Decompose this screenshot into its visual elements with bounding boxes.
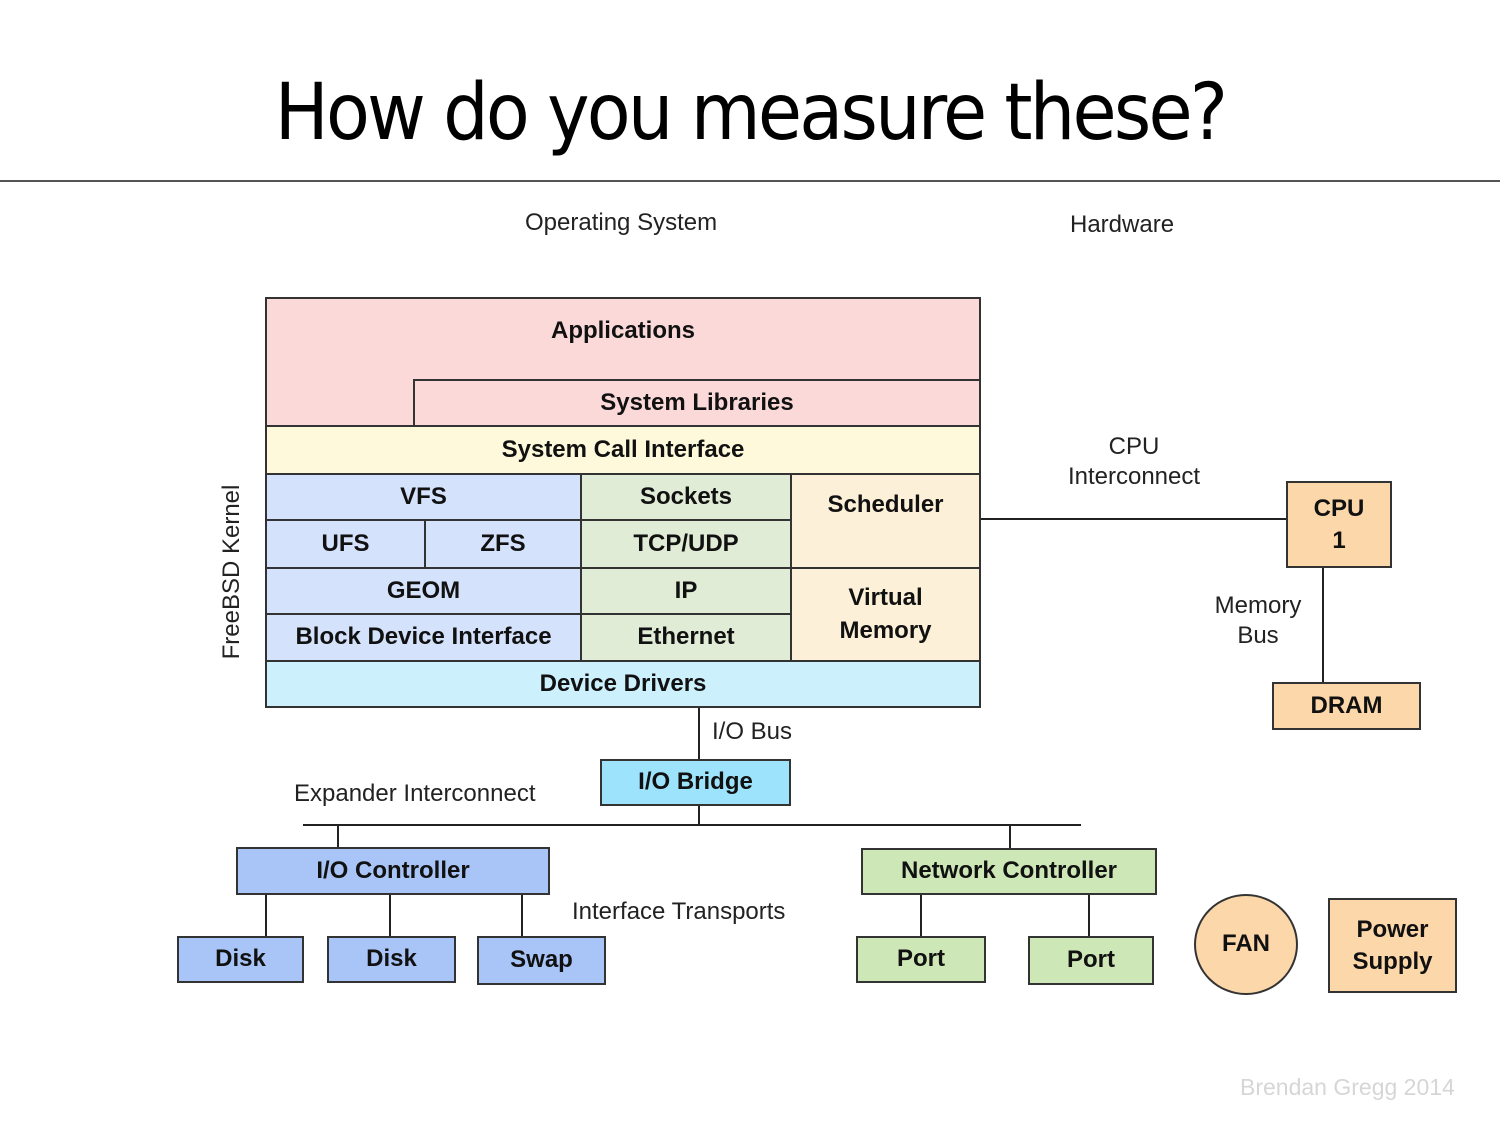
interface-transports-label: Interface Transports: [572, 898, 786, 925]
network-controller-label: Network Controller: [900, 857, 1118, 885]
power-supply-label: Power Supply: [1352, 916, 1433, 975]
cpu-interconnect-line: [981, 518, 1287, 520]
tcp-udp-label: TCP/UDP: [633, 529, 739, 557]
system-libraries-layer: System Libraries: [413, 379, 981, 427]
io-bridge-connector: [698, 806, 700, 826]
ip-layer: IP: [580, 567, 792, 615]
block-device-interface-layer: Block Device Interface: [265, 613, 582, 662]
ufs-layer: UFS: [265, 519, 426, 569]
network-controller-box: Network Controller: [861, 848, 1157, 895]
fan-circle: FAN: [1194, 894, 1298, 995]
kernel-label: FreeBSD Kernel: [218, 484, 245, 660]
port-box-1: Port: [856, 936, 986, 983]
ufs-label: UFS: [321, 529, 370, 557]
geom-layer: GEOM: [265, 567, 582, 615]
io-controller-connector: [337, 825, 339, 848]
slide-title: How do you measure these?: [274, 68, 1228, 158]
dram-label: DRAM: [1310, 691, 1383, 719]
disk-box-2: Disk: [327, 936, 456, 983]
io-controller-box: I/O Controller: [236, 847, 550, 895]
cpu-interconnect-label: CPU Interconnect: [1067, 433, 1201, 490]
fan-label: FAN: [1222, 930, 1270, 958]
ip-label: IP: [674, 576, 698, 604]
memory-bus-label: Memory Bus: [1214, 592, 1302, 649]
geom-label: GEOM: [386, 576, 461, 604]
port-line-2: [1088, 895, 1090, 937]
syscall-interface-layer: System Call Interface: [265, 425, 981, 475]
virtual-memory-layer: Virtual Memory: [790, 567, 981, 662]
disk-box-1: Disk: [177, 936, 304, 983]
io-bus-line: [698, 708, 700, 760]
sockets-layer: Sockets: [580, 473, 792, 521]
memory-bus-line: [1322, 568, 1324, 682]
scheduler-label: Scheduler: [827, 491, 944, 518]
expander-interconnect-label: Expander Interconnect: [294, 780, 536, 807]
device-drivers-layer: Device Drivers: [265, 660, 981, 708]
disk-label: Disk: [366, 945, 417, 973]
io-bridge-box: I/O Bridge: [600, 759, 791, 806]
virtual-memory-label: Virtual Memory: [839, 584, 932, 644]
power-supply-box: Power Supply: [1328, 898, 1457, 993]
io-bridge-label: I/O Bridge: [638, 768, 753, 796]
ethernet-label: Ethernet: [637, 623, 735, 651]
transport-line-3: [521, 895, 523, 937]
expander-interconnect-line: [303, 824, 1081, 826]
port-box-2: Port: [1028, 936, 1154, 985]
transport-line-2: [389, 895, 391, 937]
cpu-box: CPU 1: [1286, 481, 1392, 568]
dram-box: DRAM: [1272, 682, 1421, 730]
vfs-label: VFS: [400, 482, 447, 510]
sockets-label: Sockets: [639, 482, 733, 510]
device-drivers-label: Device Drivers: [539, 669, 707, 697]
io-controller-label: I/O Controller: [316, 856, 470, 884]
system-libraries-label: System Libraries: [600, 388, 794, 416]
cpu-label: CPU 1: [1313, 495, 1365, 554]
io-bus-label: I/O Bus: [712, 718, 793, 745]
disk-label: Disk: [215, 945, 266, 973]
os-heading: Operating System: [525, 209, 718, 236]
applications-label: Applications: [550, 317, 695, 344]
zfs-layer: ZFS: [424, 519, 582, 569]
block-device-interface-label: Block Device Interface: [295, 623, 552, 651]
author-watermark: Brendan Gregg 2014: [1240, 1074, 1455, 1100]
vfs-layer: VFS: [265, 473, 582, 521]
zfs-label: ZFS: [480, 529, 526, 557]
scheduler-layer: Scheduler: [790, 473, 981, 569]
transport-line-1: [265, 895, 267, 937]
title-divider: [0, 180, 1500, 182]
port-line-1: [920, 895, 922, 937]
tcp-udp-layer: TCP/UDP: [580, 519, 792, 569]
port-label: Port: [897, 945, 945, 973]
syscall-interface-label: System Call Interface: [501, 435, 745, 463]
port-label: Port: [1067, 946, 1115, 974]
hardware-heading: Hardware: [1070, 211, 1175, 238]
swap-label: Swap: [510, 946, 573, 974]
ethernet-layer: Ethernet: [580, 613, 792, 662]
network-controller-connector: [1009, 825, 1011, 849]
swap-box: Swap: [477, 936, 606, 985]
